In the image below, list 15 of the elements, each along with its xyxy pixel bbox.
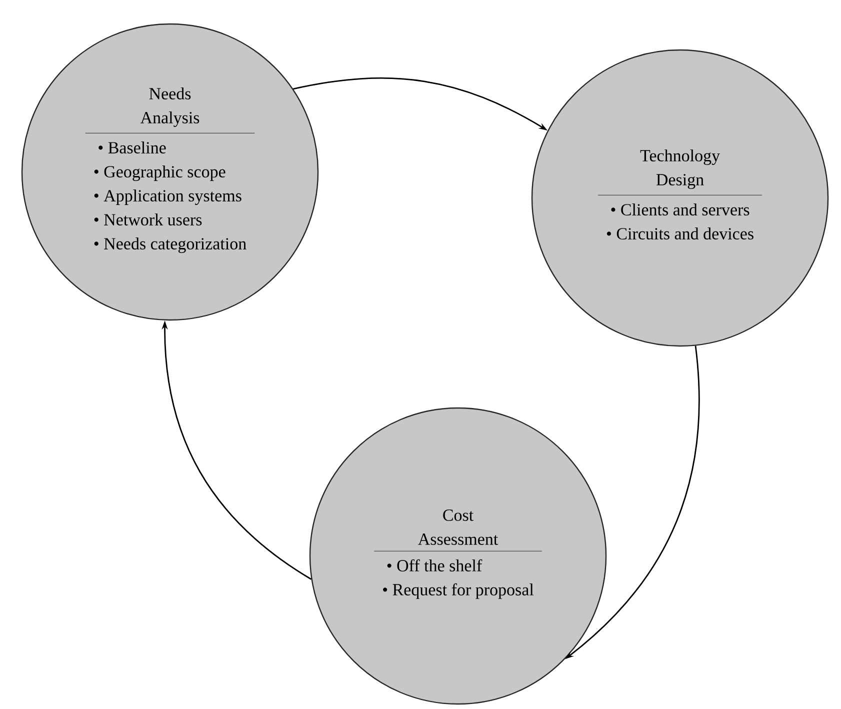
bullet-item: • Baseline	[98, 142, 166, 154]
bullet-item: • Needs categorization	[94, 238, 246, 253]
stage-circle	[531, 49, 829, 347]
bullet-item: • Network users	[94, 214, 202, 226]
bullet-item: • Clients and servers	[611, 204, 750, 216]
bullet-item: • Off the shelf	[387, 559, 482, 572]
bullet-item: • Circuits and devices	[606, 228, 754, 240]
bullet-item: • Geographic scope	[94, 166, 226, 181]
node-heading: Needs Analysis	[140, 87, 200, 127]
stage-circle	[309, 407, 607, 705]
bullet-item: • Request for proposal	[383, 583, 534, 599]
bullet-item: • Application systems	[94, 190, 242, 205]
node-heading: Cost Assessment	[418, 510, 498, 545]
node-heading: Technology Design	[640, 149, 720, 189]
stage-circle	[21, 23, 319, 321]
